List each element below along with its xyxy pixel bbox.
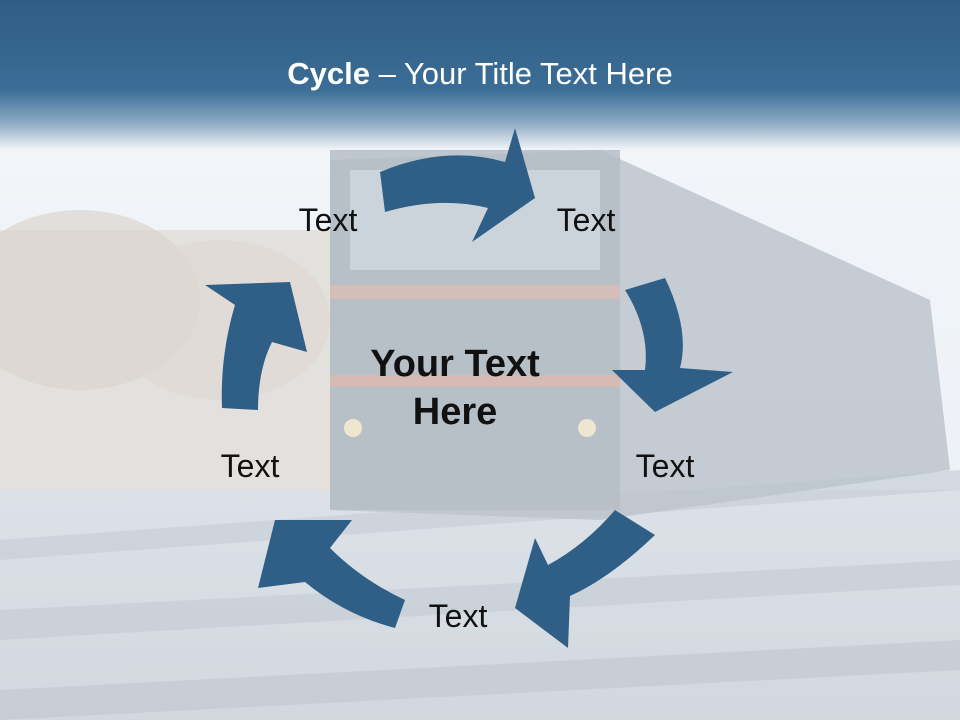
cycle-label-1: Text	[298, 202, 358, 238]
cycle-label-5: Text	[220, 448, 280, 484]
cycle-arrow-2	[612, 278, 733, 412]
slide-title: Cycle – Your Title Text Here	[0, 56, 960, 92]
title-bold: Cycle	[287, 56, 370, 91]
cycle-arrow-1	[380, 128, 535, 242]
cycle-arrow-3	[515, 510, 655, 648]
cycle-arrow-5	[205, 282, 307, 410]
cycle-label-3: Text	[635, 448, 695, 484]
title-bar	[0, 0, 960, 150]
cycle-label-4: Text	[428, 598, 488, 634]
center-text-line-1: Your Text	[370, 343, 540, 385]
center-text: Your Text Here	[300, 340, 610, 436]
cycle-arrow-4	[258, 520, 405, 628]
cycle-label-2: Text	[556, 202, 616, 238]
center-text-line-2: Here	[412, 391, 498, 433]
title-rest: – Your Title Text Here	[370, 56, 673, 91]
